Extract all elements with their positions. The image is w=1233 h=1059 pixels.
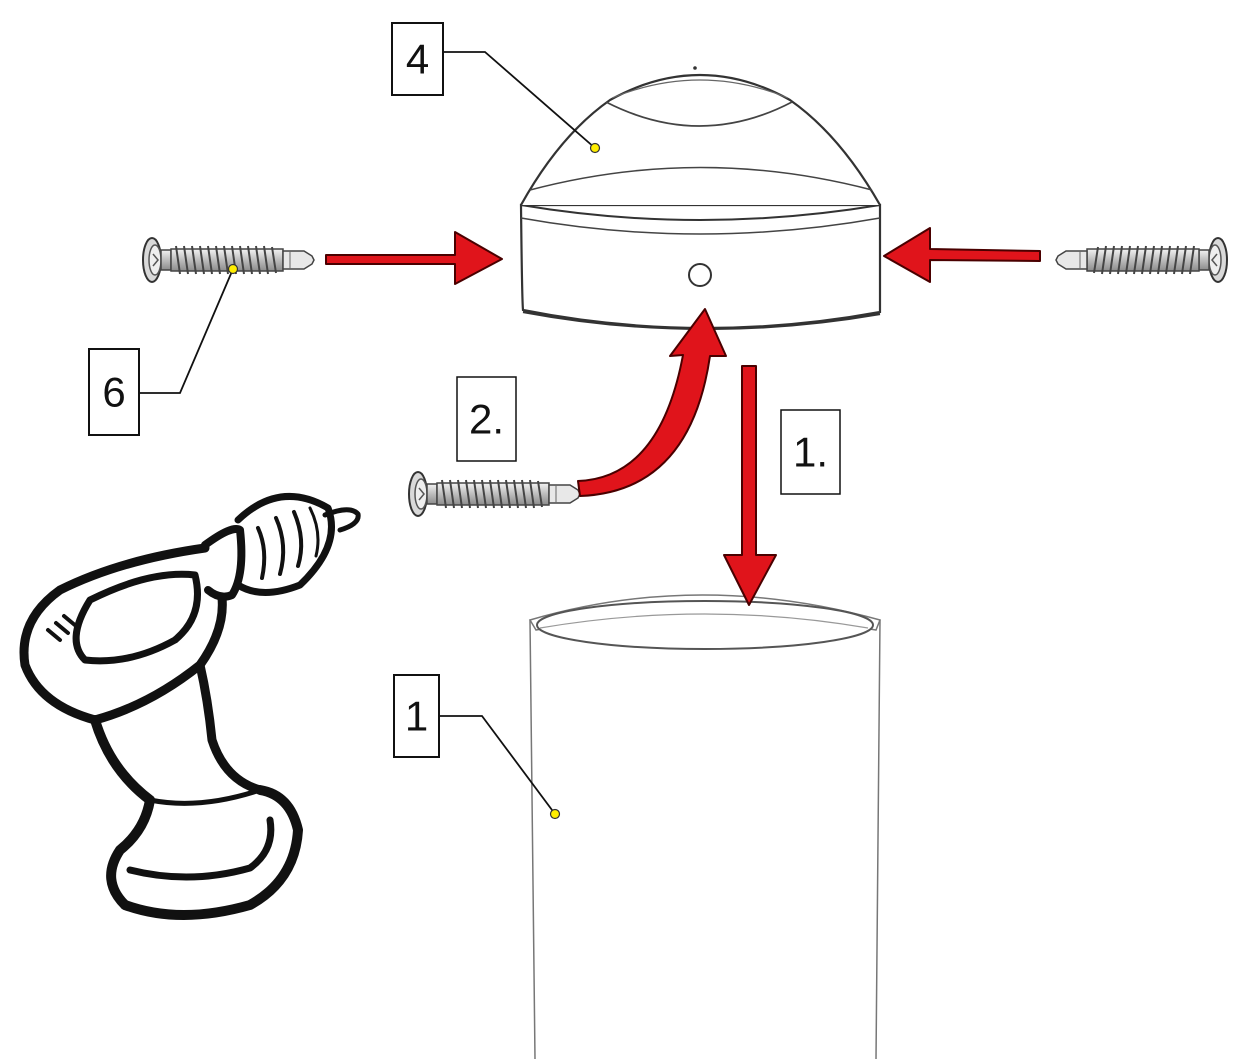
post-cap [519,66,882,331]
screw-right [1055,237,1228,283]
callout-label-post: 1 [405,693,428,740]
arrow-left-to-cap [325,231,503,285]
step-box [456,376,517,462]
screw-bottom [408,471,581,517]
callout-box [393,674,440,758]
step-box [780,409,841,495]
drill-icon [19,493,361,920]
step-label-2: 2. [469,396,504,443]
arrow-right-to-cap [883,227,1041,283]
arrow-step-2-screw-to-hole [577,308,727,497]
leader-dot [589,142,601,154]
screw-left [142,237,315,283]
step-label-1: 1. [793,429,828,476]
callout-screw: 6 [88,263,239,436]
arrow-step-1-cap-to-post [723,365,777,606]
callout-cap: 4 [391,22,601,154]
callout-label-screw: 6 [102,369,125,416]
post [528,594,882,1059]
callout-box [88,348,140,436]
callout-label-cap: 4 [406,36,429,83]
leader-dot [549,808,561,820]
step-2-label: 2. [456,376,517,462]
step-1-label: 1. [780,409,841,495]
callout-box [391,22,444,96]
leader-dot [227,263,239,275]
callout-post: 1 [393,674,561,820]
